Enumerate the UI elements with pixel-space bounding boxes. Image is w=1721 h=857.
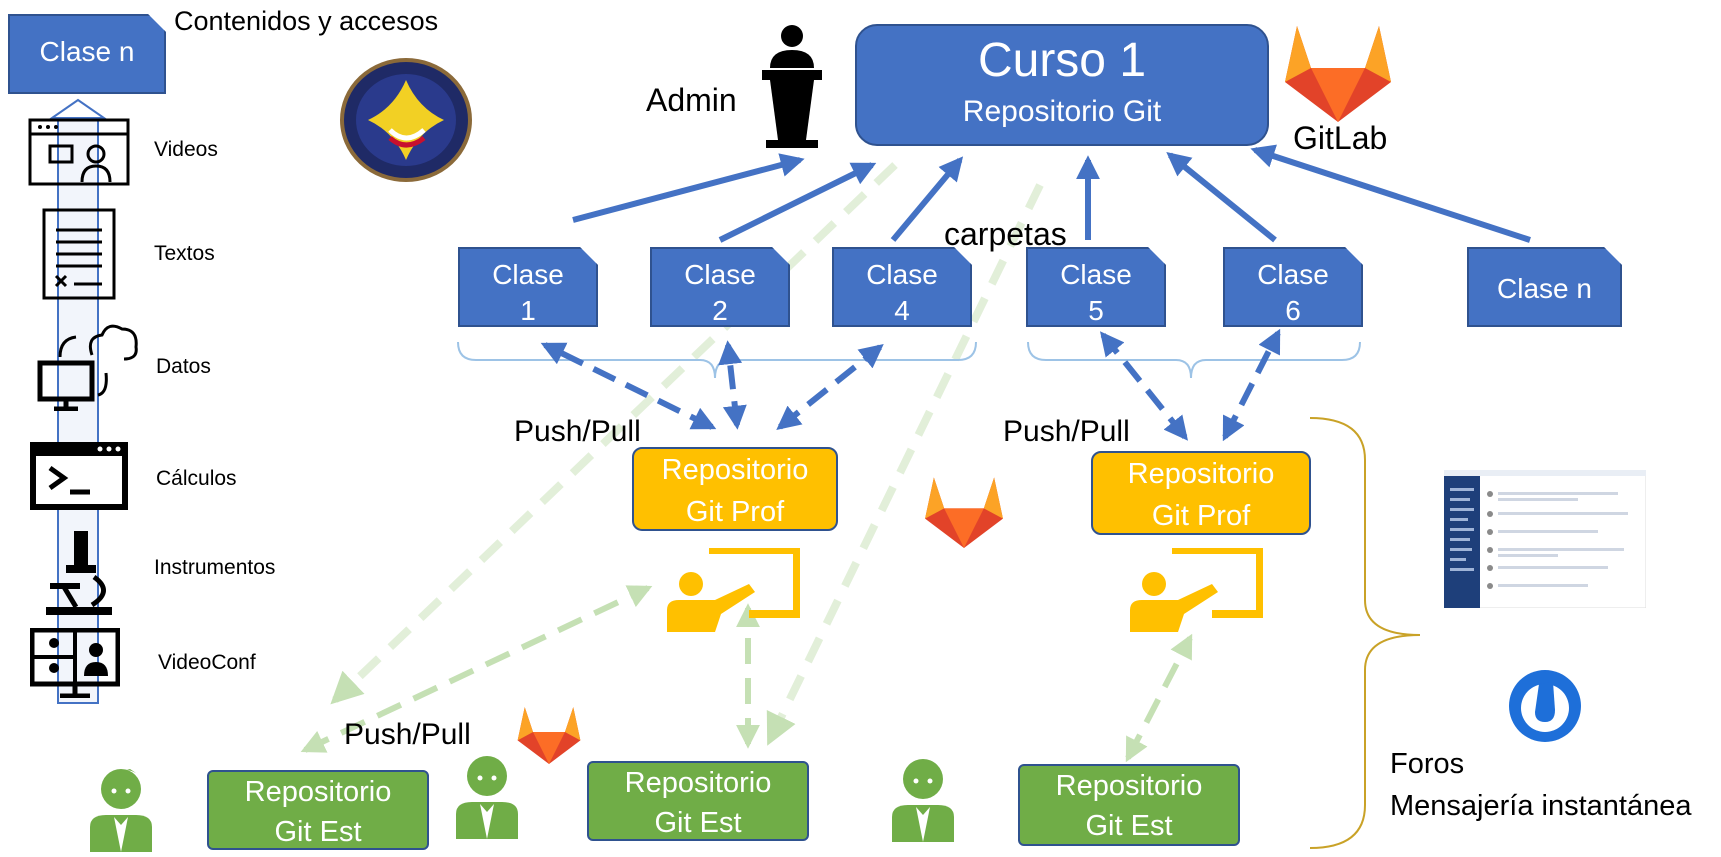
clase-n-tag: Clase n <box>8 14 166 94</box>
push-pull-arrows <box>540 328 1281 442</box>
video-conference-icon <box>29 627 121 703</box>
prof-repo-2: Repositorio Git Prof <box>1091 451 1311 535</box>
folder-clase-n: Clase n <box>1467 247 1622 327</box>
document-icon <box>42 208 116 305</box>
item-label-videoconf: VideoConf <box>158 651 256 674</box>
folders-label: carpetas <box>944 216 1067 252</box>
est-repo-3: Repositorio Git Est <box>1018 764 1240 846</box>
folder-brackets <box>457 341 1361 379</box>
course-subtitle: Repositorio Git <box>962 95 1162 128</box>
push-pull-label-2: Push/Pull <box>1003 415 1130 448</box>
admin-label: Admin <box>646 82 737 118</box>
teacher-icon <box>665 546 801 637</box>
student-icon <box>888 755 958 847</box>
item-label-instrumentos: Instrumentos <box>154 556 276 579</box>
est-repo-2: Repositorio Git Est <box>587 761 809 841</box>
est-repo-1: Repositorio Git Est <box>207 770 429 850</box>
mattermost-logo-icon <box>1505 666 1585 751</box>
forums-bracket <box>1309 417 1421 849</box>
item-label-calculos: Cálculos <box>156 467 237 490</box>
student-arrows <box>300 585 1193 763</box>
push-pull-label-1: Push/Pull <box>514 415 641 448</box>
cloud-sync-icon <box>36 315 140 416</box>
gitlab-logo-icon <box>516 706 582 769</box>
gitlab-logo-icon <box>1283 24 1393 127</box>
item-label-textos: Textos <box>154 242 215 265</box>
gitlab-logo-icon <box>923 476 1005 553</box>
terminal-icon <box>28 440 130 517</box>
instant-messaging-label: Mensajería instantánea <box>1390 790 1692 822</box>
push-pull-label-3: Push/Pull <box>344 718 471 751</box>
admin-podium-icon <box>760 24 824 153</box>
student-icon <box>452 752 522 844</box>
teacher-icon <box>1128 546 1264 637</box>
item-label-videos: Videos <box>154 138 218 161</box>
institution-seal-icon <box>340 58 472 187</box>
video-call-icon <box>28 118 130 191</box>
student-icon <box>86 765 156 857</box>
clase-n-tag-label: Clase n <box>39 36 135 67</box>
chat-app-screenshot-icon <box>1443 469 1647 613</box>
left-panel-title: Contenidos y accesos <box>174 6 439 36</box>
forums-label: Foros <box>1390 748 1465 780</box>
item-label-datos: Datos <box>156 355 211 378</box>
course-repo-box: Curso 1 Repositorio Git <box>855 24 1269 146</box>
course-title: Curso 1 <box>977 34 1147 87</box>
microscope-icon <box>44 525 114 620</box>
prof-repo-1: Repositorio Git Prof <box>632 447 838 531</box>
folder-to-repo-arrows <box>572 144 1531 243</box>
gitlab-label: GitLab <box>1293 120 1388 156</box>
